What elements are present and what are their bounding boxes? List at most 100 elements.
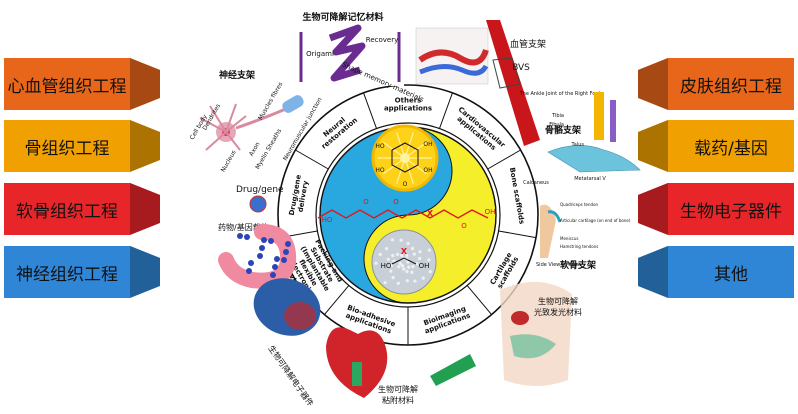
drug-title: 药物/基因载体 bbox=[218, 222, 269, 232]
adhesive-title-2: 粘附材料 bbox=[382, 395, 414, 405]
drug-dot bbox=[257, 253, 263, 259]
electronics-title: 生物可降解电子器件 bbox=[266, 343, 315, 408]
sphere-texture bbox=[378, 252, 382, 257]
sphere-texture bbox=[391, 275, 395, 280]
bone-title: 骨骼支架 bbox=[545, 124, 581, 136]
tab-left-side bbox=[130, 58, 160, 110]
nucleus-label: Nucleus bbox=[220, 149, 238, 173]
atom-label: X bbox=[401, 247, 408, 256]
ankle-caption: The Ankle Joint of the Right Foot bbox=[519, 91, 601, 97]
sphere-texture bbox=[411, 265, 415, 269]
left-tab-label-0: 心血管组织工程 bbox=[7, 76, 127, 97]
drug-dot bbox=[248, 260, 254, 266]
sphere-texture bbox=[410, 270, 414, 274]
ring-segment-label: applications bbox=[384, 105, 432, 113]
tab-left-side bbox=[130, 120, 160, 172]
sphere-texture bbox=[412, 252, 416, 256]
left-tab-label-3: 神经组织工程 bbox=[16, 264, 118, 285]
knee-icon bbox=[540, 204, 556, 258]
sphere-texture bbox=[418, 250, 422, 254]
dendrite-icon bbox=[205, 131, 227, 151]
polymer-sphere-icon bbox=[371, 229, 437, 295]
adhesive-patch-icon bbox=[352, 362, 362, 386]
tab-left-side bbox=[130, 246, 160, 298]
atom-label: O bbox=[403, 181, 408, 188]
atom-label: HO bbox=[375, 167, 385, 174]
drug-dot bbox=[237, 233, 243, 239]
sphere-texture bbox=[413, 279, 417, 283]
ring-divider bbox=[324, 285, 350, 315]
tab-right-side bbox=[638, 58, 668, 110]
atom-label: X bbox=[427, 209, 434, 218]
axon-label: Axon bbox=[248, 141, 262, 158]
drug-gene-label: Drug/gene bbox=[236, 185, 284, 195]
calcaneus-label: Calcaneus bbox=[523, 180, 549, 186]
drug-dot bbox=[261, 237, 267, 243]
sphere-texture bbox=[389, 269, 393, 273]
liver-icon bbox=[511, 311, 529, 325]
origami-label: Origami bbox=[306, 50, 334, 58]
dendrite-icon bbox=[225, 103, 237, 133]
dendrite-icon bbox=[225, 115, 247, 133]
recovery-label: Recovery bbox=[366, 36, 398, 44]
shape-memory-icon bbox=[328, 24, 366, 82]
ring-segment-label: Others bbox=[395, 97, 422, 105]
tibia-label: Tibia bbox=[551, 113, 564, 119]
stent-icon bbox=[492, 57, 521, 89]
drug-dot bbox=[285, 241, 291, 247]
drug-dot bbox=[281, 257, 287, 263]
sphere-texture bbox=[415, 262, 419, 266]
talus-label: Talus bbox=[571, 142, 585, 148]
sphere-texture bbox=[398, 261, 402, 266]
cartilage-title: 软骨支架 bbox=[560, 259, 596, 271]
right-tab-label-2: 生物电子器件 bbox=[680, 201, 782, 222]
sphere-texture bbox=[407, 265, 411, 269]
torso-icon bbox=[500, 281, 572, 386]
sphere-texture bbox=[406, 241, 410, 246]
stomach-icon bbox=[218, 224, 297, 289]
fibula-label: Fibula bbox=[549, 122, 564, 128]
tab-right-face bbox=[668, 183, 794, 235]
intestine-icon bbox=[510, 334, 556, 359]
tab-left-face bbox=[4, 246, 130, 298]
drug-dot bbox=[244, 234, 250, 240]
sphere-texture bbox=[389, 263, 394, 267]
sphere-texture bbox=[374, 261, 378, 265]
right-tab-label-3: 其他 bbox=[714, 264, 748, 285]
tab-right-face bbox=[668, 246, 794, 298]
ring-divider bbox=[295, 149, 329, 170]
left-tab-label-1: 骨组织工程 bbox=[24, 138, 110, 159]
lemon-center bbox=[400, 153, 410, 163]
atom-label: O bbox=[461, 222, 467, 230]
nerve-title: 神经支架 bbox=[219, 69, 255, 81]
ring-divider bbox=[363, 92, 378, 129]
atom-label: OH bbox=[423, 167, 432, 174]
tab-left-side bbox=[130, 183, 160, 235]
tab-left-face bbox=[4, 58, 130, 110]
artery-icon bbox=[486, 20, 540, 146]
sphere-texture bbox=[402, 267, 406, 271]
right-tab-label-1: 载药/基因 bbox=[694, 138, 768, 159]
sphere-texture bbox=[410, 246, 415, 251]
sphere-texture bbox=[396, 281, 400, 285]
luminescent-title-1: 生物可降解 bbox=[538, 296, 578, 306]
tab-right-side bbox=[638, 120, 668, 172]
tab-right-face bbox=[668, 58, 794, 110]
tab-left-face bbox=[4, 120, 130, 172]
atom-label: HO bbox=[381, 262, 392, 270]
adhesive-title-1: 生物可降解 bbox=[378, 384, 418, 394]
sphere-texture bbox=[400, 253, 404, 258]
atom-label: O bbox=[363, 198, 369, 206]
ring-divider bbox=[438, 92, 453, 129]
cartilage-icon bbox=[547, 210, 562, 223]
vessel-icon bbox=[418, 48, 489, 66]
sphere-texture bbox=[406, 260, 410, 264]
foot-bones-icon bbox=[547, 145, 641, 173]
sphere-texture bbox=[395, 252, 400, 256]
drug-dot bbox=[259, 245, 265, 251]
sphere-texture bbox=[383, 281, 387, 285]
knee-caption: Side View of Knee bbox=[536, 262, 581, 268]
left-tab-label-2: 软骨组织工程 bbox=[16, 201, 118, 222]
